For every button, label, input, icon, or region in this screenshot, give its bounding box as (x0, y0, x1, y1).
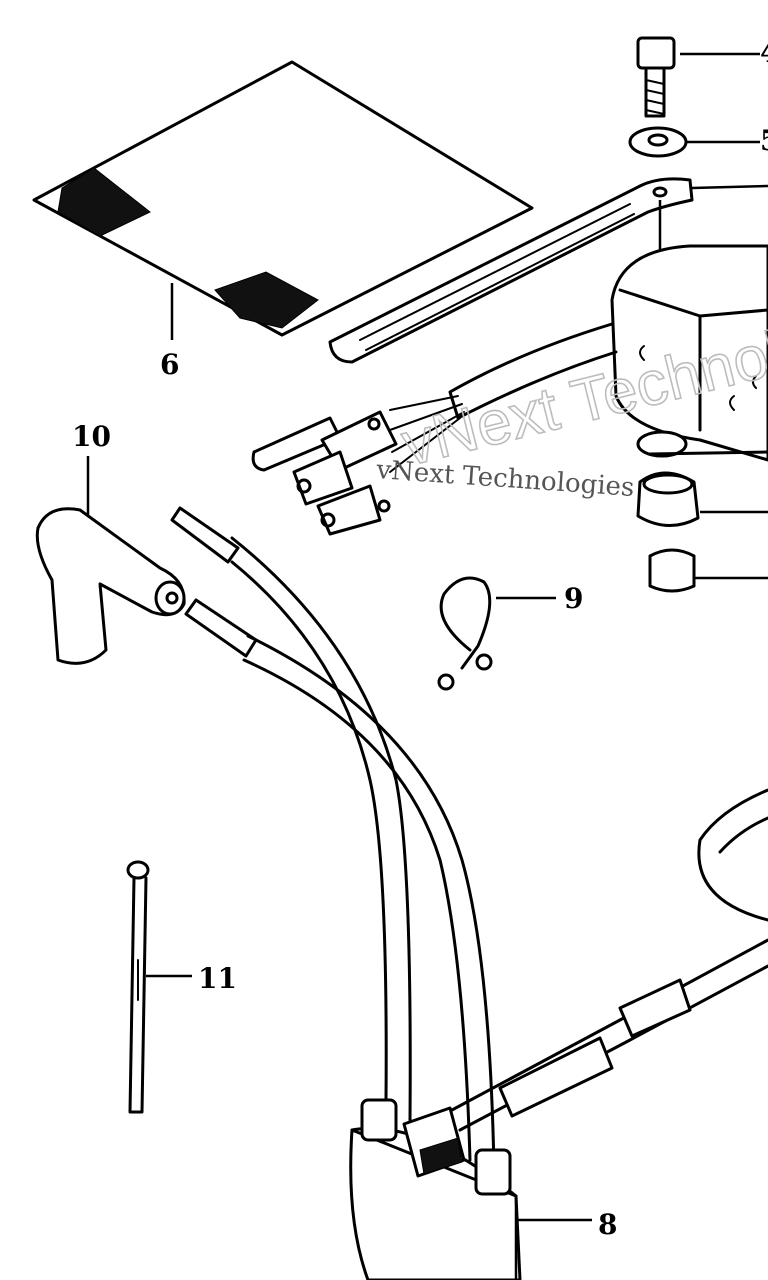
watermark-text: vNext Technologies (375, 455, 636, 503)
coil-primary-lead (450, 788, 768, 1132)
part-11-cable-tie (126, 860, 192, 1114)
callout-8: 8 (598, 1208, 617, 1241)
part-10-plug-cap (35, 456, 186, 665)
callout-10: 10 (72, 420, 111, 453)
callout-6: 6 (160, 348, 179, 381)
high-tension-leads (170, 506, 496, 1172)
cdi-unit (610, 244, 768, 462)
part-8-ignition-coil (349, 1098, 592, 1280)
part-6-label-sheet (32, 60, 534, 340)
part-5-washer (628, 126, 760, 158)
part-4-bolt (636, 36, 760, 118)
grommet-stack (636, 430, 768, 593)
wire-harness-connectors (251, 322, 618, 536)
part-9-wire-clip (437, 576, 556, 691)
callout-9: 9 (564, 582, 583, 615)
callout-4: 4 (760, 36, 768, 69)
callout-5: 5 (760, 124, 768, 157)
callout-11: 11 (198, 962, 237, 995)
